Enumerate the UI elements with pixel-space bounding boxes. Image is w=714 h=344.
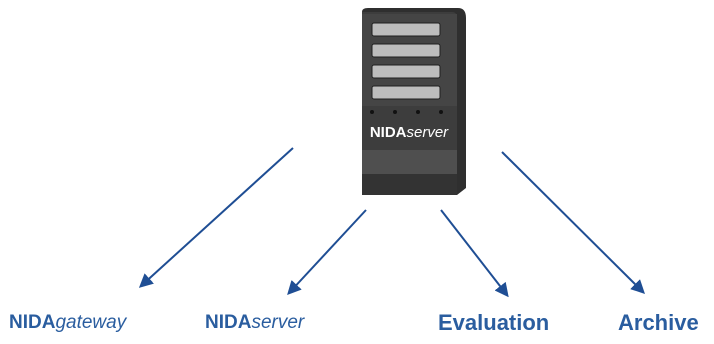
- target-label-italic: server: [251, 312, 305, 333]
- target-label-archive: Archive: [618, 310, 699, 342]
- target-label-italic: gateway: [55, 312, 127, 333]
- status-led: [393, 110, 397, 114]
- arrow-to-gateway: [138, 147, 294, 288]
- status-led: [370, 110, 374, 114]
- status-led: [416, 110, 420, 114]
- target-label-bold: Archive: [618, 310, 699, 335]
- drive-bay: [371, 64, 441, 79]
- arrow-to-evaluation: [440, 209, 509, 298]
- target-label-bold: NIDA: [205, 312, 252, 333]
- drive-bay: [371, 22, 441, 37]
- target-label-bold: Evaluation: [438, 310, 550, 335]
- server-tower-icon: NIDAserver: [362, 8, 466, 195]
- drive-bay: [371, 85, 441, 100]
- target-label-gateway: NIDAgateway: [9, 312, 126, 344]
- target-label-bold: NIDA: [9, 312, 56, 333]
- target-label-server: NIDAserver: [205, 312, 304, 344]
- drive-bay: [371, 43, 441, 58]
- target-label-evaluation: Evaluation: [438, 310, 549, 342]
- server-label: NIDAserver: [370, 124, 449, 141]
- status-led: [439, 110, 443, 114]
- arrow-to-archive: [501, 151, 645, 294]
- arrow-to-server: [287, 209, 367, 296]
